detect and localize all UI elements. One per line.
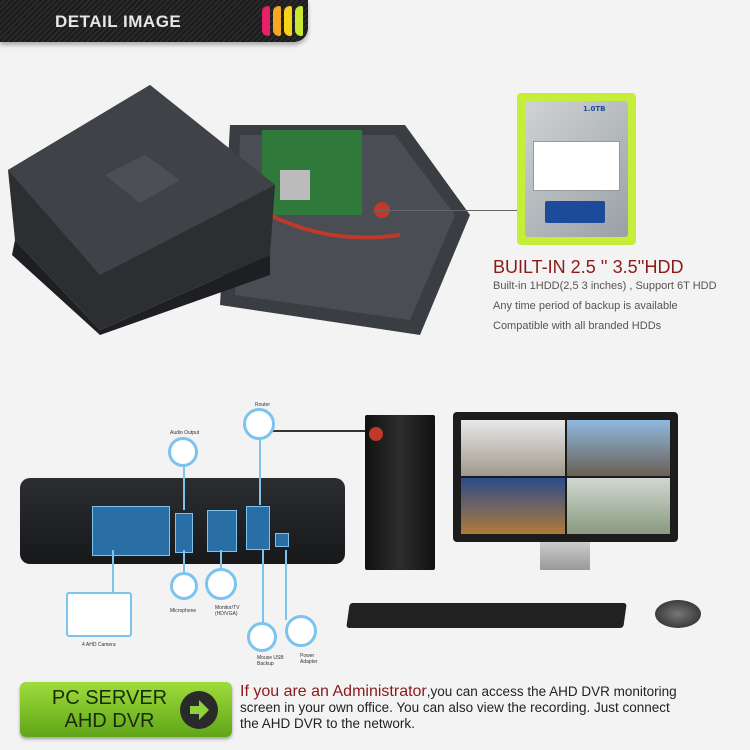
connector-line <box>285 550 287 620</box>
power-label: Power Adapter <box>300 653 318 665</box>
monitor <box>453 412 678 542</box>
admin-lead: If you are an Administrator <box>240 683 427 700</box>
pc-server-label: PC SERVER AHD DVR <box>42 687 177 733</box>
pc-tower <box>365 415 435 570</box>
camera-feed <box>461 420 565 476</box>
hdd-heading: BUILT-IN 2.5 '' 3.5''HDD <box>493 257 684 277</box>
monitor-stand <box>540 542 590 570</box>
connector-line <box>220 550 222 570</box>
hdd-image: 1.0TB <box>525 101 628 237</box>
power-outlet-icon <box>285 615 317 647</box>
connector-line <box>262 550 264 625</box>
header-banner: DETAIL IMAGE <box>0 0 308 42</box>
stripe-decoration <box>262 6 270 36</box>
router-icon <box>243 408 275 440</box>
mouse <box>655 600 701 628</box>
admin-body: ,you can access the AHD DVR monitoring s… <box>240 684 677 731</box>
mouse-label: Mouse USB Backup <box>257 655 284 667</box>
monitor-icon <box>205 568 237 600</box>
hdd-label <box>533 141 620 191</box>
arrow-right-icon <box>180 691 218 729</box>
hdd-capacity: 1.0TB <box>583 105 606 113</box>
bnc-ports <box>92 506 170 556</box>
dvr-photo <box>0 75 480 335</box>
hdd-feature: Built-in 1HDD(2,5 3 inches) , Support 6T… <box>493 280 717 292</box>
vga-hdmi-ports <box>207 510 237 552</box>
hdd-image-frame: 1.0TB <box>517 93 636 245</box>
mouse-icon <box>247 622 277 652</box>
cta-line2: AHD DVR <box>64 710 155 732</box>
banner-title: DETAIL IMAGE <box>55 12 182 31</box>
cta-line1: PC SERVER <box>51 687 168 709</box>
camera-icon <box>66 592 132 637</box>
camera-feed <box>566 420 670 476</box>
audio-output-label: Audio Output <box>170 430 200 436</box>
admin-description: If you are an Administrator,you can acce… <box>240 684 680 732</box>
camera-feed <box>461 478 565 534</box>
network-cable <box>270 430 370 432</box>
monitor-screen <box>461 420 670 534</box>
hdd-feature: Any time period of backup is available <box>493 300 678 312</box>
audio-ports <box>175 513 193 553</box>
camera-feed <box>566 478 670 534</box>
microphone-icon <box>170 572 198 600</box>
lan-usb-ports <box>246 506 270 550</box>
power-port <box>275 533 289 547</box>
dvr-rear-panel <box>20 478 345 564</box>
hdd-brand-logo <box>545 201 605 223</box>
audio-output-icon <box>168 437 198 467</box>
camera-label: 4 AHD Camera <box>82 642 116 648</box>
monitor-label: Monitor/TV (HD/VGA) <box>215 605 240 617</box>
connector-line <box>183 460 185 510</box>
power-button-icon <box>369 427 383 441</box>
connector-line <box>375 210 517 211</box>
router-label: Router <box>255 402 271 408</box>
pc-server-button[interactable]: PC SERVER AHD DVR <box>20 682 232 737</box>
stripe-decoration <box>273 6 281 36</box>
hdd-feature: Compatible with all branded HDDs <box>493 320 662 332</box>
stripe-decoration <box>295 6 303 36</box>
stripe-decoration <box>284 6 292 36</box>
connector-line <box>259 435 261 505</box>
connector-line <box>183 550 185 580</box>
keyboard <box>346 603 627 628</box>
dvr-illustration <box>8 85 470 335</box>
microphone-label: Microphone <box>170 608 197 614</box>
connector-line <box>112 550 114 592</box>
